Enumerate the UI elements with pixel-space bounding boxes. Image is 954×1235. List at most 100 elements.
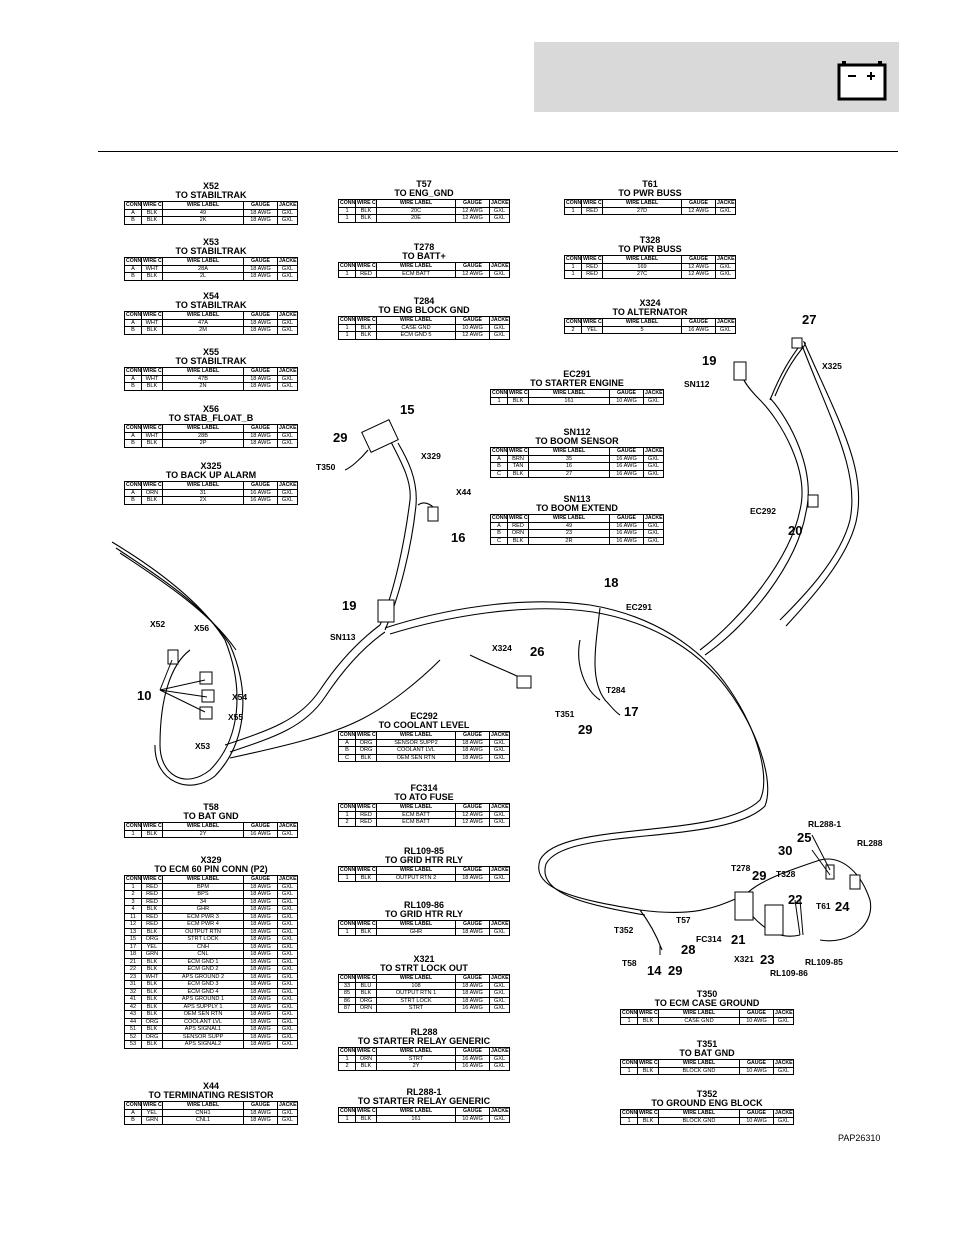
wire-table: CONN POSWIRE COLORWIRE LABELGAUGEJACKET1… (124, 822, 298, 838)
table-cell: 20E (376, 214, 456, 223)
wire-table: CONN POSWIRE COLORWIRE LABELGAUGEJACKET1… (564, 199, 736, 215)
table-header-gauge: GAUGE (455, 866, 490, 875)
wire-table: CONN POSWIRE COLORWIRE LABELGAUGEJACKET1… (490, 389, 664, 405)
table-cell: 108 (376, 981, 456, 990)
table-destination: TO STRT LOCK OUT (380, 963, 468, 973)
table-destination: TO BOOM SENSOR (535, 436, 619, 446)
table-header-gauge: GAUGE (243, 424, 278, 433)
table-cell: BLK (141, 216, 163, 225)
table-cell: 18 AWG (455, 989, 490, 998)
table-header-color: WIRE COLOR (581, 318, 603, 327)
table-cell: 18 AWG (243, 382, 278, 391)
table-cell: 18 AWG (243, 980, 278, 989)
table-header-row: CONN POSWIRE COLORWIRE LABELGAUGEJACKET (490, 389, 664, 398)
table-cell: GXL (277, 431, 298, 440)
table-cell: A (338, 738, 356, 747)
table-cell: 12 AWG (455, 810, 490, 819)
table-cell: A (124, 488, 142, 497)
table-id: X53 (202, 237, 219, 247)
label-t328: T328 (776, 869, 796, 879)
table-cell: WHT (141, 972, 163, 981)
table-header-color: WIRE COLOR (637, 1009, 659, 1018)
table-cell: GXL (277, 1032, 298, 1041)
table-cell: RED (507, 521, 529, 530)
table-cell: WHT (141, 264, 163, 273)
table-cell: ECM BATT (376, 810, 456, 819)
label-t352: T352 (614, 925, 634, 935)
table-cell: 27 (528, 469, 610, 478)
wire-table: CONN POSWIRE COLORWIRE LABELGAUGEJACKET1… (124, 875, 298, 1049)
table-header-gauge: GAUGE (243, 1101, 278, 1110)
table-cell: 11 (124, 912, 142, 921)
table-cell: GXL (277, 912, 298, 921)
table-cell: 10 AWG (609, 396, 644, 405)
table-header-label: WIRE LABEL (162, 481, 244, 490)
table-cell: 12 (124, 920, 142, 929)
table-cell: 17 (124, 942, 142, 951)
table-cell: 23 (124, 972, 142, 981)
table-cell: RED (141, 912, 163, 921)
table-cell: YEL (581, 325, 603, 334)
table-cell: GXL (489, 981, 510, 990)
label-t351: T351 (555, 709, 575, 719)
table-header-pos: CONN POS (564, 199, 582, 208)
table-header-gauge: GAUGE (681, 318, 716, 327)
table-header-jacket: JACKET (277, 424, 298, 433)
table-cell: GXL (715, 262, 736, 271)
table-cell: GXL (773, 1016, 794, 1025)
table-id: X325 (200, 461, 222, 471)
table-cell: 12 AWG (455, 206, 490, 215)
table-header-pos: CONN POS (124, 1101, 142, 1110)
table-cell: 2X (162, 496, 244, 505)
table-id: X52 (202, 181, 219, 191)
table-cell: 41 (124, 995, 142, 1004)
table-cell: GXL (277, 950, 298, 959)
table-cell: A (124, 1108, 142, 1117)
table-header-jacket: JACKET (277, 481, 298, 490)
table-cell: 27C (602, 270, 682, 279)
table-header-jacket: JACKET (773, 1059, 794, 1068)
table-destination: TO BAT GND (679, 1048, 735, 1058)
table-cell: ECM GND 2 (162, 965, 244, 974)
table-cell: GXL (277, 897, 298, 906)
table-cell: 31 (162, 488, 244, 497)
table-cell: CASE GND (376, 323, 456, 332)
table-header-gauge: GAUGE (681, 199, 716, 208)
table-cell: GXL (277, 882, 298, 891)
table-cell: 28B (162, 431, 244, 440)
table-cell: 47B (162, 374, 244, 383)
table-cell: 18 AWG (243, 1002, 278, 1011)
wire-table: CONN POSWIRE COLORWIRE LABELGAUGEJACKETA… (124, 424, 298, 448)
table-cell: 161 (376, 1114, 456, 1123)
table-header-gauge: GAUGE (455, 199, 490, 208)
table-header-color: WIRE COLOR (141, 875, 163, 884)
label-ec292: EC292 (750, 506, 776, 516)
table-id: T350 (696, 989, 718, 999)
table-cell: GXL (277, 208, 298, 217)
table-header-label: WIRE LABEL (528, 514, 610, 523)
table-header-pos: CONN POS (338, 803, 356, 812)
label-t61: T61 (816, 901, 831, 911)
table-id: EC292 (410, 711, 438, 721)
table-cell: BLK (141, 980, 163, 989)
table-id: SN112 (563, 427, 591, 437)
table-header-row: CONN POSWIRE COLORWIRE LABELGAUGEJACKET (620, 1109, 794, 1118)
table-header-label: WIRE LABEL (376, 974, 456, 983)
table-header-label: WIRE LABEL (162, 1101, 244, 1110)
table-header-gauge: GAUGE (739, 1009, 774, 1018)
table-cell: BLK (141, 995, 163, 1004)
